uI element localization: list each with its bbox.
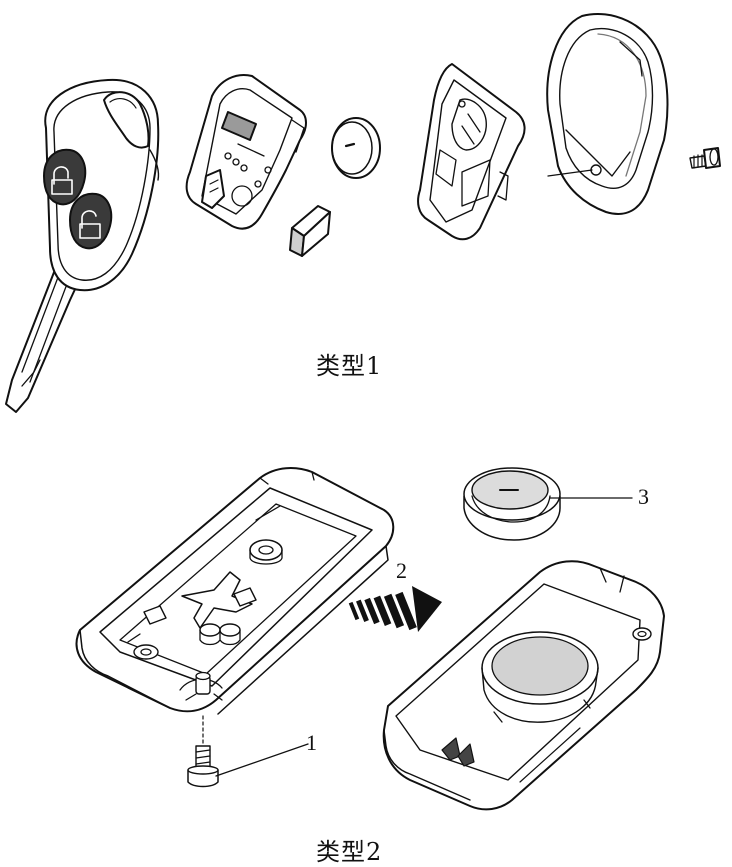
transponder-chip	[289, 205, 331, 257]
cover-housing	[382, 560, 665, 811]
outer-case-half	[546, 12, 669, 215]
leader-line-1	[215, 743, 309, 777]
unlock-button	[69, 192, 113, 250]
lock-button	[43, 148, 87, 206]
circuit-board	[185, 74, 307, 230]
callout-1: 1	[306, 730, 317, 755]
inner-case-half	[417, 63, 526, 241]
separation-arrow	[348, 586, 442, 632]
callout-2: 2	[396, 558, 407, 583]
type2-assembly	[75, 467, 665, 811]
type1-assembly	[5, 12, 721, 413]
base-housing	[75, 467, 395, 715]
case-screw-type2	[187, 715, 309, 788]
star-contact	[181, 571, 253, 629]
case-screw-type1	[689, 147, 721, 169]
chip-window	[221, 111, 257, 141]
callout-3: 3	[638, 484, 649, 509]
key-ring-slot	[103, 91, 150, 149]
coin-battery-type2	[463, 467, 633, 541]
caption-type2: 类型2	[316, 838, 383, 866]
leader-line-case	[547, 169, 593, 177]
coin-battery-type1	[331, 117, 381, 179]
key-with-remote-head	[5, 78, 160, 413]
caption-type1: 类型1	[316, 352, 383, 380]
board-connector	[201, 169, 225, 209]
